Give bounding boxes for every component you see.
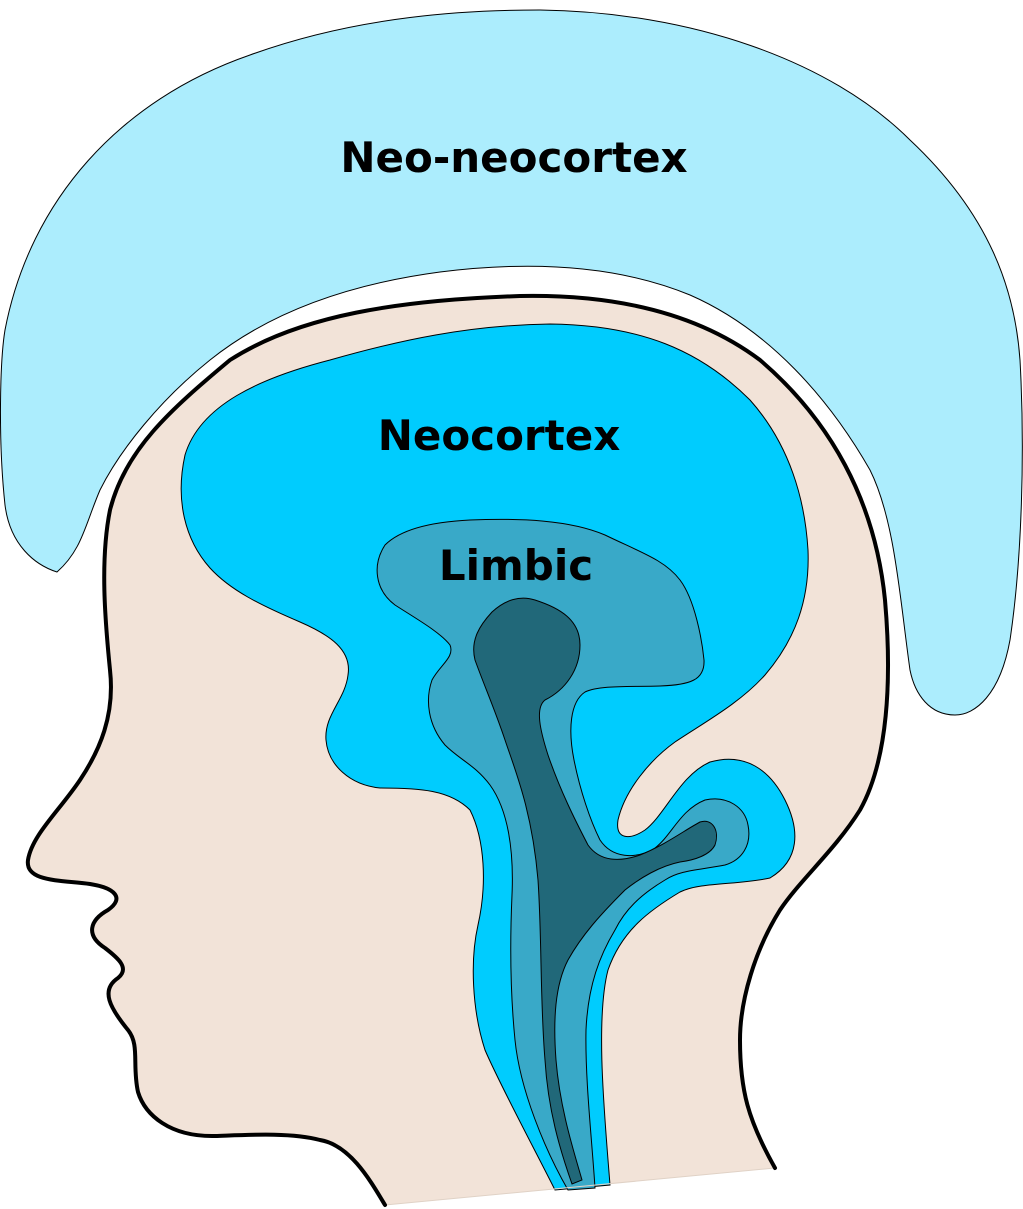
brainstem-core-region	[473, 597, 717, 1185]
neocortex-label: Neocortex	[378, 411, 621, 460]
neo-neocortex-label: Neo-neocortex	[340, 133, 687, 182]
head-outline	[25, 293, 891, 1207]
limbic-label: Limbic	[439, 541, 593, 590]
neo-neocortex-region	[0, 9, 1023, 716]
neck-base-line	[384, 1167, 776, 1206]
